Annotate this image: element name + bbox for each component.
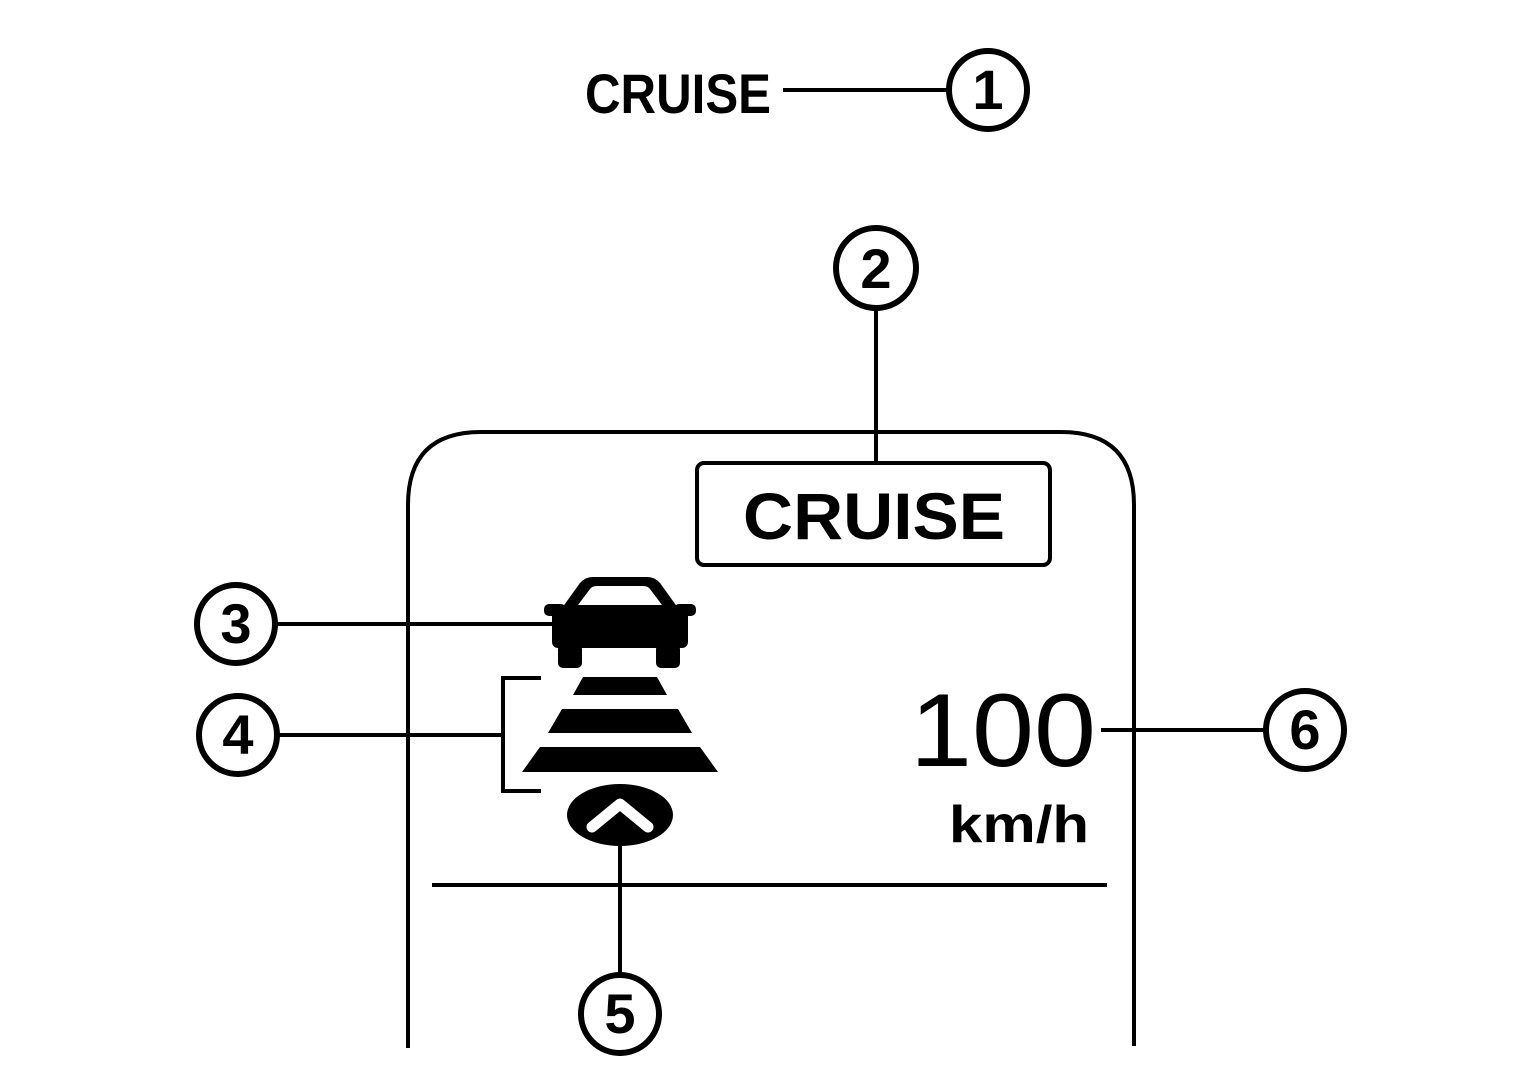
callout-4-number: 4 xyxy=(222,703,253,766)
callout-4: 4 xyxy=(196,693,280,777)
display-frame xyxy=(406,430,1136,1048)
callout-1-number: 1 xyxy=(972,58,1003,121)
callout-6: 6 xyxy=(1263,688,1347,772)
cruise-badge-box xyxy=(695,461,1052,567)
chevron-up-icon xyxy=(567,784,673,846)
callout-6-number: 6 xyxy=(1289,698,1320,761)
callout-5: 5 xyxy=(578,972,662,1056)
speed-unit: km/h xyxy=(949,796,1089,854)
callout-2: 2 xyxy=(833,225,919,311)
callout-3: 3 xyxy=(194,582,278,666)
car-front-icon xyxy=(544,577,696,668)
distance-bracket xyxy=(501,676,541,793)
callout-1: 1 xyxy=(946,48,1030,132)
set-speed-value: 100 xyxy=(910,673,1096,789)
indicator-cruise-label: CRUISE xyxy=(585,62,771,125)
callout-2-number: 2 xyxy=(860,237,891,300)
distance-bars-icon xyxy=(522,677,718,772)
cruise-badge-label: CRUISE xyxy=(743,479,1005,553)
callout-5-number: 5 xyxy=(604,982,635,1045)
callout-3-number: 3 xyxy=(220,592,251,655)
